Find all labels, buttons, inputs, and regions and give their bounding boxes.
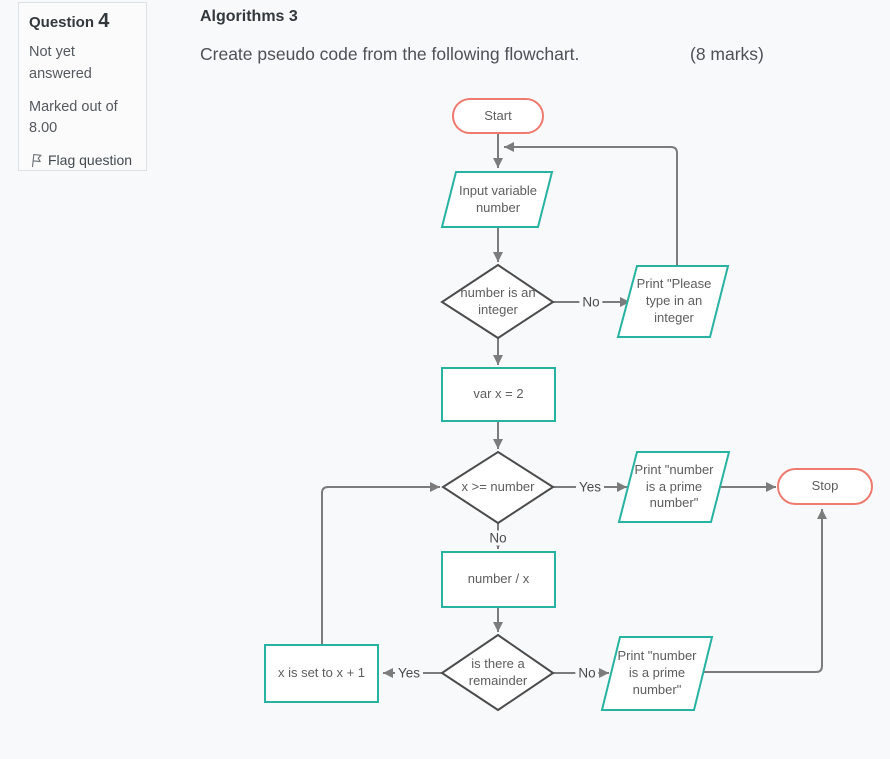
- edge-printplease-loop-to-inputline: [504, 142, 678, 266]
- input-parallelogram-shape: [440, 171, 554, 228]
- edge-printprime2-to-stop: [703, 509, 827, 673]
- print-prime2-parallelogram-shape: [600, 636, 714, 711]
- connector-group: [321, 133, 827, 678]
- question-prompt: Create pseudo code from the following fl…: [200, 44, 580, 64]
- page-title: Algorithms 3: [200, 8, 298, 25]
- edge-increment-loop-to-checkx: [321, 482, 440, 645]
- increment-process-shape: [264, 644, 379, 703]
- question-word: Question: [29, 14, 95, 31]
- question-title: Question 4: [29, 10, 136, 33]
- flag-question-link[interactable]: Flag question: [29, 152, 136, 168]
- divide-process-shape: [441, 551, 556, 608]
- question-info-box: Question 4 Not yet answered Marked out o…: [18, 2, 147, 171]
- check-integer-diamond-shape: [440, 263, 555, 340]
- print-prime1-parallelogram-shape: [617, 451, 731, 523]
- flag-question-label: Flag question: [48, 152, 133, 168]
- marks-label: (8 marks): [690, 44, 764, 64]
- start-terminator-shape: [452, 98, 544, 134]
- var-x-process-shape: [441, 367, 556, 422]
- question-status: Not yet answered: [29, 44, 92, 82]
- flag-icon: [29, 153, 43, 168]
- node-shapes: [264, 98, 873, 712]
- check-remainder-diamond-shape: [440, 633, 555, 712]
- question-marks: Marked out of 8.00: [29, 98, 118, 137]
- stop-terminator-shape: [777, 468, 873, 505]
- print-please-parallelogram-shape: [616, 265, 730, 338]
- check-x-diamond-shape: [441, 450, 555, 525]
- question-number: 4: [98, 10, 110, 32]
